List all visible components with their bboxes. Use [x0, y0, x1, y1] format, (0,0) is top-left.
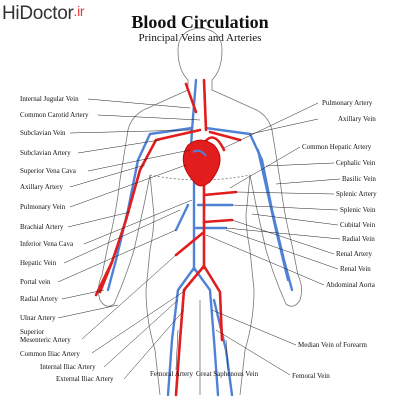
label-femoral-vein: Femoral Vein: [292, 372, 330, 380]
subclavian-artery-right: [208, 130, 242, 142]
common-iliac-artery-right: [202, 264, 224, 342]
label-mesenteric-artery: Mesenteric Artery: [20, 336, 71, 344]
radial-artery: [98, 260, 114, 294]
label-axillary-vein: Axillary Vein: [338, 115, 376, 123]
label-axillary-artery: Axillary Artery: [20, 183, 63, 191]
label-inferior-vena-cava: Inferior Vena Cava: [20, 240, 74, 248]
label-common-iliac-artery: Common Iliac Artery: [20, 350, 80, 358]
common-iliac-artery-left: [174, 264, 206, 397]
label-superior: Superior: [20, 328, 45, 336]
heart: [182, 139, 221, 187]
label-cephalic-vein: Cephalic Vein: [336, 159, 376, 167]
diagram-subtitle: Principal Veins and Arteries: [138, 32, 262, 44]
site-watermark: HiDoctor.ir: [2, 3, 85, 25]
label-radial-artery: Radial Artery: [20, 295, 58, 303]
label-splenic-artery: Splenic Artery: [336, 190, 377, 198]
label-renal-vein: Renal Vein: [340, 265, 371, 273]
splenic-artery: [202, 190, 238, 197]
label-abdominal-aorta: Abdominal Aorta: [326, 281, 375, 289]
label-pulmonary-artery: Pulmonary Artery: [322, 99, 373, 107]
label-internal-jugular-vein: Internal Jugular Vein: [20, 95, 79, 103]
label-basilic-vein: Basilic Vein: [342, 175, 376, 183]
label-cubital-vein: Cubital Vein: [340, 221, 376, 229]
watermark-suffix: .ir: [73, 3, 85, 19]
basilic-vein: [256, 148, 290, 282]
diagram-title: Blood Circulation: [131, 12, 269, 32]
carotid-branch: [184, 82, 198, 114]
common-carotid-artery: [202, 78, 208, 132]
label-external-iliac-artery: External Iliac Artery: [56, 375, 114, 383]
label-ulnar-artery: Ulnar Artery: [20, 314, 56, 322]
leader-lines: [57, 98, 341, 380]
label-subclavian-artery: Subclavian Artery: [20, 149, 71, 157]
label-brachial-artery: Brachial Artery: [20, 223, 64, 231]
watermark-text: HiDoctor: [2, 3, 74, 24]
label-common-hepatic-artery: Common Hepatic Artery: [302, 143, 372, 151]
label-common-carotid-artery: Common Carotid Artery: [20, 111, 89, 119]
portal-vein: [174, 203, 190, 232]
label-femoral-artery: Femoral Artery: [150, 370, 193, 378]
label-great-saphenous-vein: Great Saphenous Vein: [196, 370, 259, 378]
renal-artery: [202, 218, 234, 224]
label-hepatic-vein: Hepatic Vein: [20, 259, 57, 267]
label-internal-iliac-artery: Internal Iliac Artery: [40, 363, 96, 371]
arteries: [94, 78, 242, 397]
great-saphenous-vein: [212, 298, 234, 397]
label-median-vein-of-forearm: Median Vein of Forearm: [298, 341, 367, 349]
label-radial-vein: Radial Vein: [342, 235, 375, 243]
label-subclavian-vein: Subclavian Vein: [20, 129, 66, 137]
label-superior-vena-cava: Superior Vena Cava: [20, 167, 76, 175]
label-splenic-vein: Splenic Vein: [340, 206, 376, 214]
subclavian-vein-left: [106, 126, 194, 292]
label-portal-vein: Portal vein: [20, 278, 51, 286]
label-renal-artery: Renal Artery: [336, 250, 372, 258]
superior-mesenteric-artery: [174, 230, 206, 257]
common-iliac-vein-left: [166, 266, 196, 397]
common-iliac-vein-right: [192, 266, 220, 397]
label-pulmonary-vein: Pulmonary Vein: [20, 203, 66, 211]
